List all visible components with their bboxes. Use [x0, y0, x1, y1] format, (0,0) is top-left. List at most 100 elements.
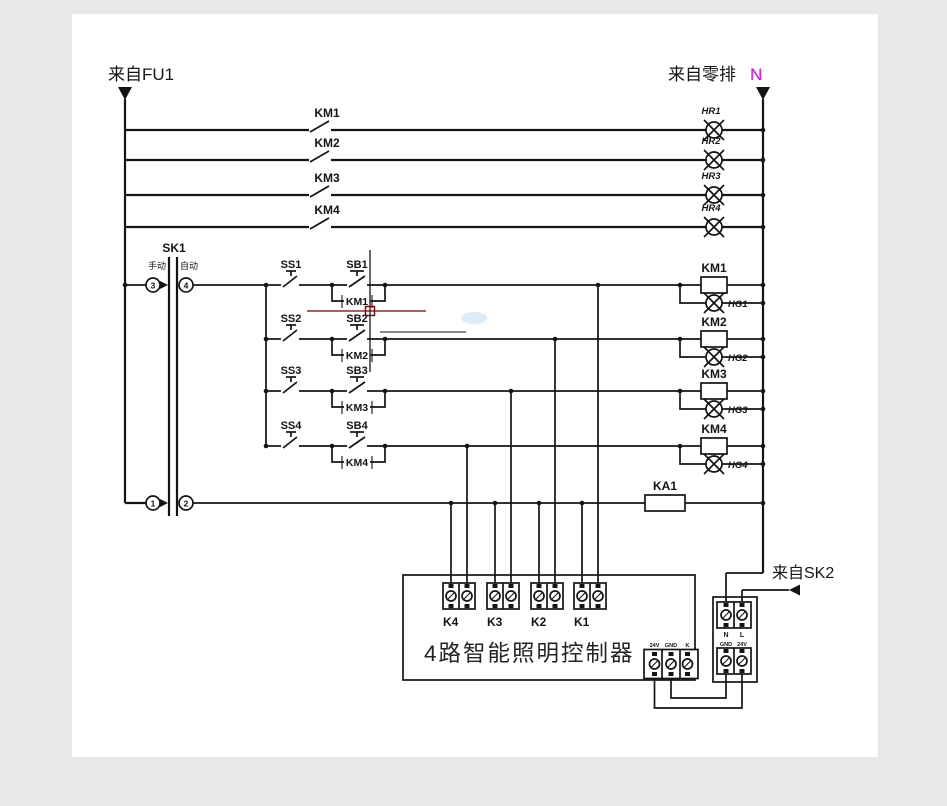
aux-contact-label: KM3	[346, 402, 368, 414]
comm-wire-outer	[653, 674, 743, 709]
arrow-left-icon	[789, 584, 800, 596]
cad-crosshair-cursor[interactable]	[307, 250, 426, 372]
lamp-label: HG3	[728, 405, 748, 416]
psu-dc-terminals	[717, 648, 751, 674]
terminal-block-k3	[487, 583, 519, 609]
relay-label: KA1	[653, 479, 677, 493]
control-feed	[263, 282, 269, 449]
indicator-lamp-icon	[703, 184, 725, 206]
indicator-lamp-icon	[703, 453, 725, 475]
feeder-line-2: KM2 HR2	[125, 136, 766, 171]
control-row-3: SS3 SB3 KM3 KM3 HG3	[266, 365, 766, 583]
arrow-down-icon	[756, 87, 770, 100]
psu-module: N L GND 24V	[712, 596, 758, 683]
lamp-label: HR4	[701, 203, 721, 214]
lamp-label: HR2	[701, 136, 721, 147]
terminal-block-k4	[443, 583, 475, 609]
contactor-coil	[700, 330, 728, 348]
controller-enclosure	[402, 574, 696, 681]
contact-label: KM4	[314, 203, 340, 217]
aux-contact-label: KM4	[346, 457, 368, 469]
psu-ac-terminals	[717, 602, 751, 628]
terminal-block-k1	[574, 583, 606, 609]
auto-mode-label: 自动	[180, 260, 198, 271]
contact-label: KM2	[314, 136, 340, 150]
psu-n-label: N	[723, 632, 728, 639]
from-neutral-label: 来自零排	[668, 65, 736, 84]
sb-label: SB3	[346, 365, 367, 377]
aux-contact-label: KM1	[346, 296, 368, 308]
from-sk2-label: 来自SK2	[772, 564, 834, 582]
lamp-label: HG1	[728, 299, 748, 310]
comm-terminal-label: GND	[665, 643, 677, 649]
drawing-sheet	[72, 14, 878, 757]
coil-label: KM1	[701, 261, 727, 275]
indicator-lamp-icon	[703, 149, 725, 171]
contactor-coil	[700, 437, 728, 455]
ss-label: SS3	[281, 365, 302, 377]
terminal-number: 3	[151, 281, 156, 291]
sb-label: SB4	[346, 420, 368, 432]
lamp-label: HR1	[701, 106, 720, 117]
ss-label: SS1	[281, 259, 302, 271]
channel-label: K3	[487, 615, 503, 629]
ss-label: SS2	[281, 313, 302, 325]
channel-label: K2	[531, 615, 547, 629]
contact-label: KM1	[314, 106, 340, 120]
sb-label: SB1	[346, 259, 367, 271]
source-sk2: 来自SK2	[741, 564, 834, 602]
controller-title: 4路智能照明控制器	[424, 641, 635, 666]
contactor-coil	[700, 382, 728, 400]
feeder-line-4: KM4 HR4	[125, 203, 766, 238]
feeder-line-3: KM3 HR3	[125, 171, 766, 206]
feeder-line-1: KM1 HR1	[125, 106, 766, 141]
bottom-bus	[193, 500, 766, 583]
terminal-block-k2	[531, 583, 563, 609]
control-row-2: SS2 SB2 KM2 KM2 HG2	[266, 313, 766, 583]
blade-icon	[160, 499, 168, 507]
lamp-label: HG2	[728, 353, 748, 364]
sb-label: SB2	[346, 313, 367, 325]
indicator-lamp-icon	[703, 398, 725, 420]
coil-label: KM4	[701, 422, 727, 436]
comm-terminal-label: 24V	[650, 643, 660, 649]
comm-wire-inner	[670, 674, 727, 699]
neutral-n-label: N	[750, 65, 762, 84]
terminal-number: 2	[184, 499, 189, 509]
coil-label: KM2	[701, 315, 727, 329]
control-row-4: SS4 SB4 KM4 KM4 HG4	[266, 420, 766, 583]
from-fu1-label: 来自FU1	[108, 65, 174, 84]
psu-gnd-label: GND	[720, 642, 732, 648]
relay-ka1: KA1	[644, 479, 686, 512]
indicator-lamp-icon	[703, 292, 725, 314]
sk1-switch: SK1 手动 自动 3 4 1 2	[122, 241, 266, 516]
psu-24v-label: 24V	[737, 642, 747, 648]
control-row-1: SS1 SB1 KM1 KM1 HG1	[266, 259, 766, 583]
lighting-controller: K4 K3 K2 K1 4路智能照明控制器 24V GND K	[402, 574, 743, 709]
terminal-number: 4	[184, 281, 189, 291]
comm-terminal-label: K	[686, 643, 690, 649]
lamp-label: HG4	[728, 460, 748, 471]
contact-label: KM3	[314, 171, 340, 185]
contactor-coil	[700, 276, 728, 294]
lamp-label: HR3	[701, 171, 721, 182]
ss-label: SS4	[281, 420, 303, 432]
indicator-lamp-icon	[703, 216, 725, 238]
arrow-down-icon	[118, 87, 132, 100]
indicator-lamp-icon	[703, 346, 725, 368]
sk1-label: SK1	[162, 241, 186, 255]
channel-label: K1	[574, 615, 590, 629]
selection-smudge	[461, 312, 487, 324]
aux-contact-label: KM2	[346, 350, 368, 362]
terminal-number: 1	[151, 499, 156, 509]
pickbox-icon	[364, 305, 376, 317]
manual-mode-label: 手动	[148, 260, 166, 271]
relay-coil	[644, 494, 686, 512]
comm-terminal-block	[644, 650, 698, 679]
psu-enclosure	[712, 596, 758, 683]
psu-l-label: L	[740, 632, 745, 639]
coil-label: KM3	[701, 367, 727, 381]
channel-label: K4	[443, 615, 459, 629]
